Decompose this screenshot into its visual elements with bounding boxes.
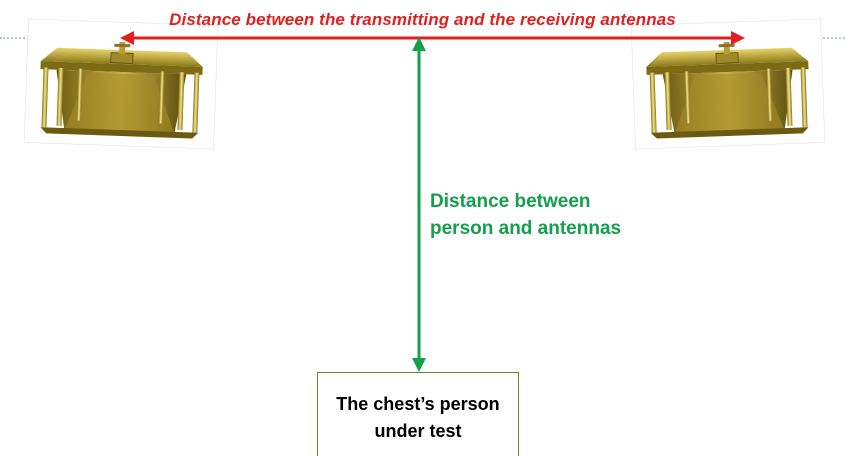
chest-label-line1: The chest’s person bbox=[336, 394, 500, 414]
person-distance-label-line2: person and antennas bbox=[430, 218, 622, 239]
tx-rx-distance-label: Distance between the transmitting and th… bbox=[169, 10, 676, 29]
chest-label-line2: under test bbox=[374, 421, 462, 441]
chest-under-test-box: The chest’s person under test bbox=[317, 372, 519, 456]
person-distance-label: Distance between person and antennas bbox=[430, 188, 621, 242]
person-distance-arrow bbox=[412, 37, 426, 372]
person-distance-label-line1: Distance between bbox=[430, 191, 591, 212]
receiving-antenna-icon bbox=[630, 18, 826, 150]
transmitting-antenna-icon bbox=[23, 18, 219, 150]
